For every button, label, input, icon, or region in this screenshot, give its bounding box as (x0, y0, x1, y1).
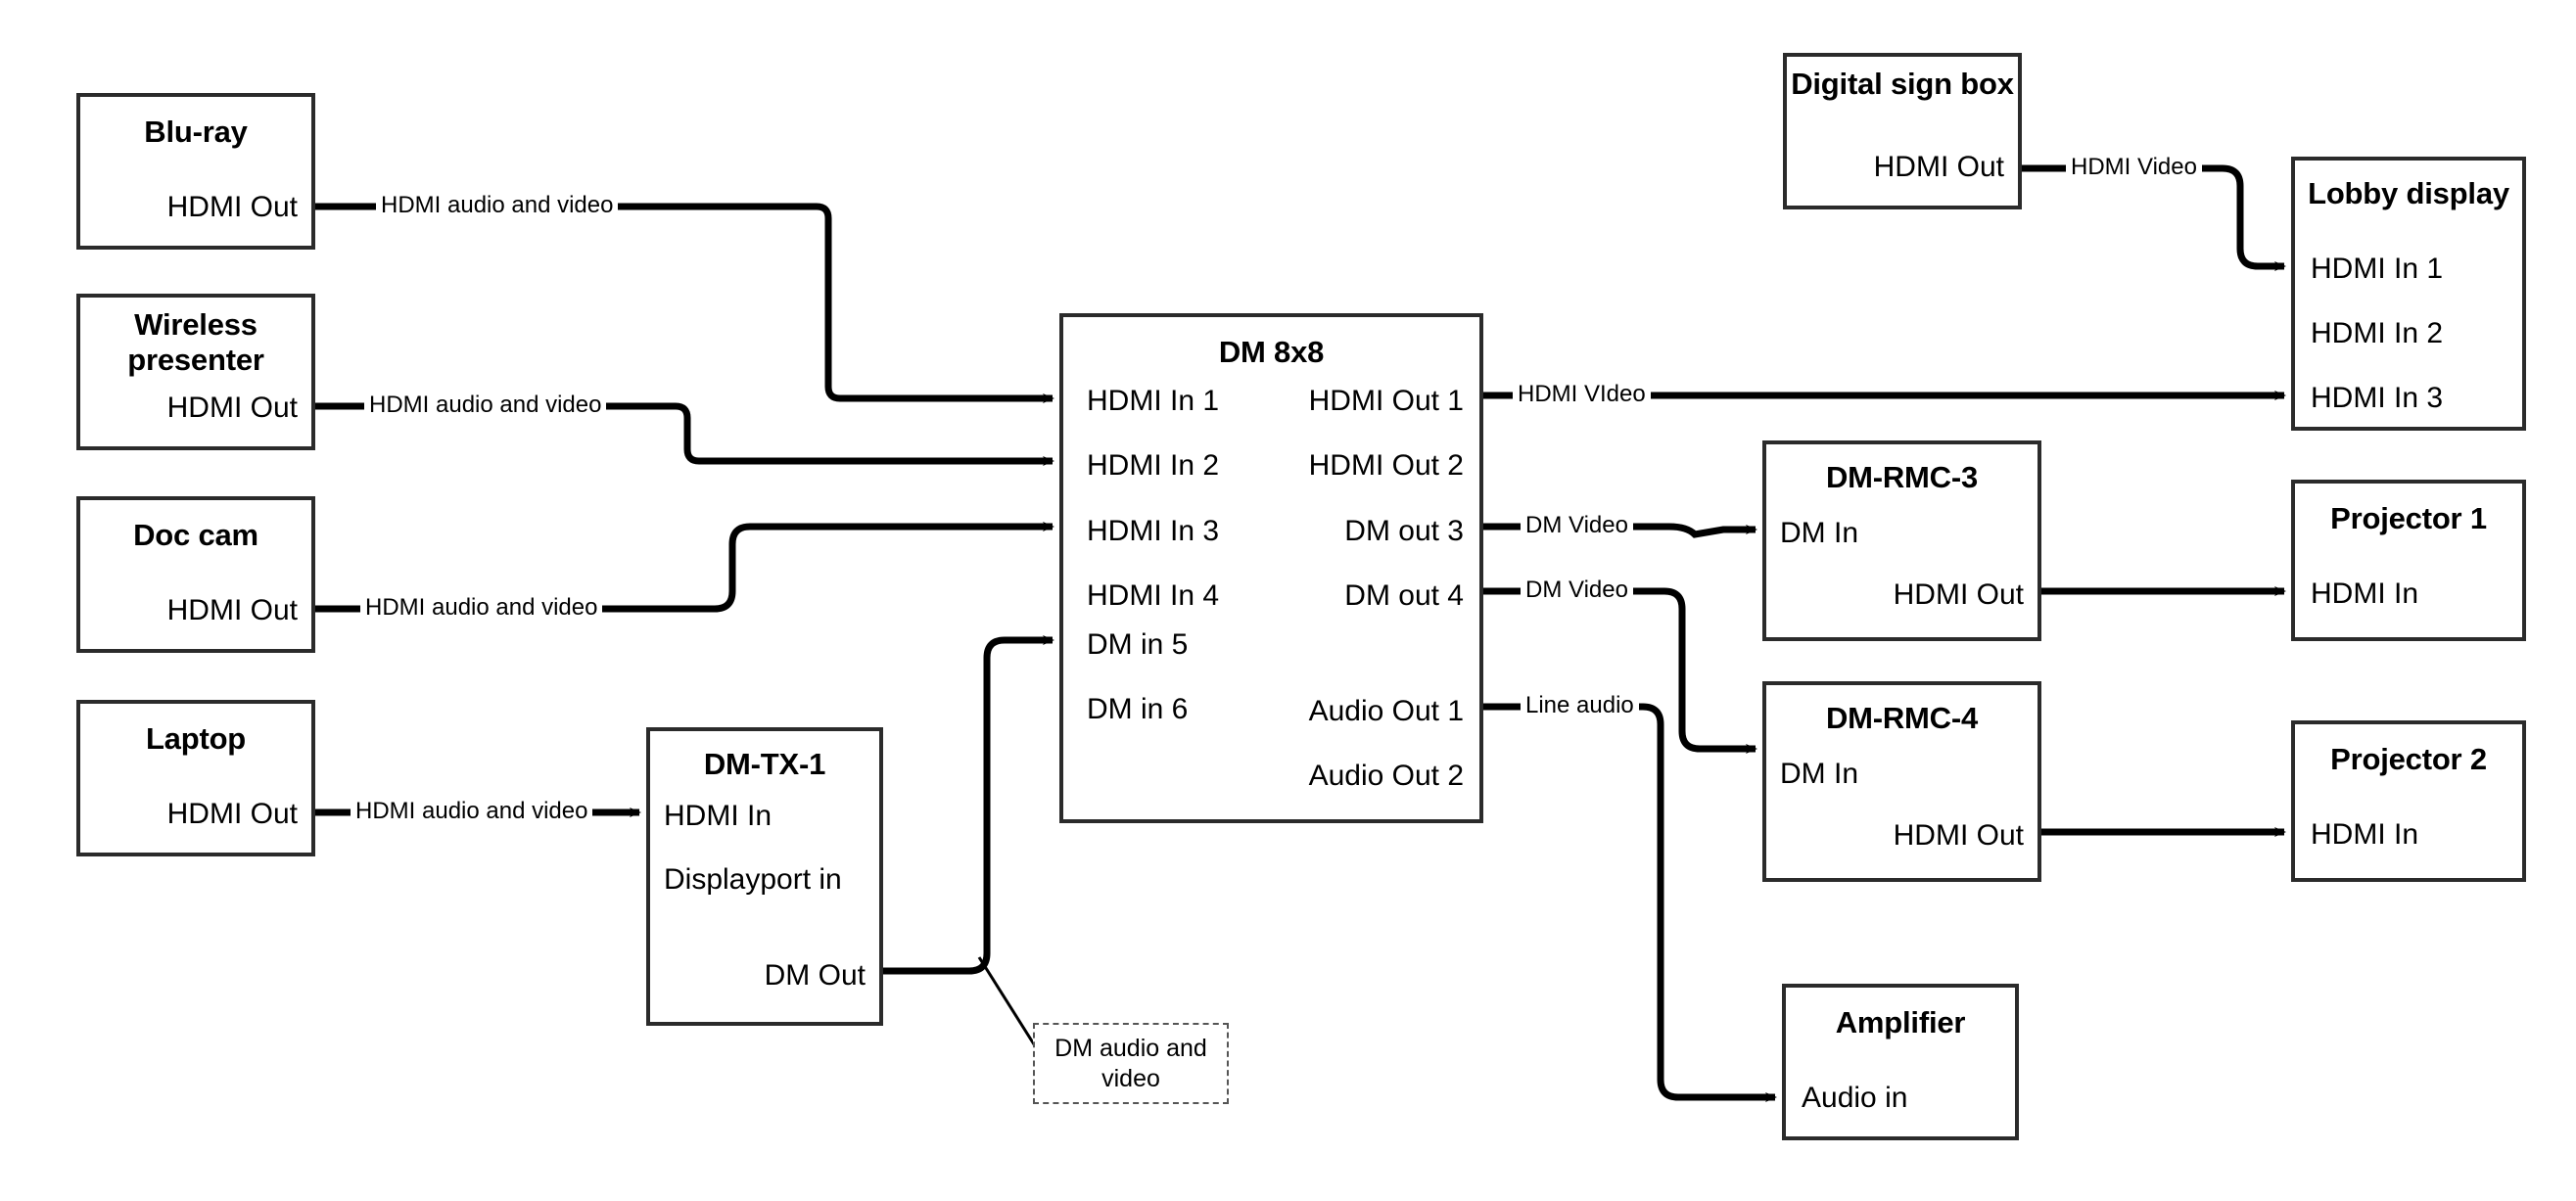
node-projector-2[interactable]: Projector 2 HDMI In (2291, 720, 2526, 882)
port-bluray-hdmi-out[interactable]: HDMI Out (166, 191, 298, 223)
node-title-wireless-presenter: Wireless presenter (127, 307, 264, 377)
node-title-bluray: Blu-ray (144, 115, 248, 149)
port-dm-rmc-3-hdmi-out[interactable]: HDMI Out (1893, 578, 2024, 611)
node-title-laptop: Laptop (145, 721, 247, 756)
port-wireless-presenter-hdmi-out[interactable]: HDMI Out (166, 392, 298, 424)
wire-tx-dm-out-to-dm-in-5 (883, 635, 1054, 975)
node-lobby-display[interactable]: Lobby display HDMI In 1 HDMI In 2 HDMI I… (2291, 157, 2526, 431)
node-doc-cam[interactable]: Doc cam HDMI Out (76, 496, 315, 653)
wire-label-doccam: HDMI audio and video (360, 594, 603, 621)
port-dm-8x8-audio-out-1[interactable]: Audio Out 1 (1308, 695, 1464, 727)
port-dm-8x8-hdmi-in-4[interactable]: HDMI In 4 (1087, 579, 1220, 612)
leader-line-dm-av-note (977, 956, 1043, 1056)
node-title-projector-2: Projector 2 (2330, 742, 2487, 776)
port-dm-tx-1-displayport-in[interactable]: Displayport in (664, 863, 842, 896)
wire-label-laptop: HDMI audio and video (351, 798, 593, 824)
node-title-dm-rmc-3: DM-RMC-3 (1825, 460, 1979, 494)
node-title-dm-8x8: DM 8x8 (1218, 335, 1325, 369)
port-dm-tx-1-dm-out[interactable]: DM Out (764, 959, 866, 992)
wire-label-digital-sign: HDMI Video (2066, 154, 2202, 180)
wire-label-bluray: HDMI audio and video (376, 192, 619, 218)
node-title-projector-1: Projector 1 (2330, 501, 2487, 535)
port-dm-8x8-dm-in-5[interactable]: DM in 5 (1087, 628, 1189, 661)
wire-dm-audio-out-1-to-amplifier (1483, 703, 1777, 1102)
node-dm-tx-1[interactable]: DM-TX-1 HDMI In Displayport in DM Out (646, 727, 883, 1026)
node-laptop[interactable]: Laptop HDMI Out (76, 700, 315, 856)
wire-label-dm-out-4: DM Video (1521, 577, 1633, 603)
port-dm-tx-1-hdmi-in[interactable]: HDMI In (664, 800, 773, 832)
node-title-digital-sign-box: Digital sign box (1791, 67, 2014, 101)
port-lobby-display-hdmi-in-3[interactable]: HDMI In 3 (2311, 382, 2444, 414)
node-bluray[interactable]: Blu-ray HDMI Out (76, 93, 315, 250)
port-digital-sign-box-hdmi-out[interactable]: HDMI Out (1873, 151, 2004, 183)
node-title-lobby-display: Lobby display (2308, 176, 2509, 210)
port-amplifier-audio-in[interactable]: Audio in (1802, 1082, 1908, 1114)
node-title-doc-cam: Doc cam (133, 518, 258, 552)
port-projector-1-hdmi-in[interactable]: HDMI In (2311, 577, 2419, 610)
port-lobby-display-hdmi-in-1[interactable]: HDMI In 1 (2311, 253, 2444, 285)
node-title-dm-tx-1: DM-TX-1 (703, 747, 826, 781)
port-dm-rmc-4-dm-in[interactable]: DM In (1780, 758, 1859, 790)
port-dm-8x8-hdmi-in-1[interactable]: HDMI In 1 (1087, 385, 1220, 417)
port-dm-8x8-hdmi-out-2[interactable]: HDMI Out 2 (1308, 449, 1464, 482)
wire-label-hdmi-out-1: HDMI VIdeo (1513, 381, 1651, 407)
port-doc-cam-hdmi-out[interactable]: HDMI Out (166, 594, 298, 626)
node-dm-rmc-4[interactable]: DM-RMC-4 DM In HDMI Out (1762, 681, 2041, 882)
port-dm-rmc-4-hdmi-out[interactable]: HDMI Out (1893, 819, 2024, 852)
port-dm-8x8-dm-out-4[interactable]: DM out 4 (1344, 579, 1464, 612)
port-dm-8x8-dm-in-6[interactable]: DM in 6 (1087, 693, 1189, 725)
node-title-dm-rmc-4: DM-RMC-4 (1825, 701, 1979, 735)
port-dm-rmc-3-dm-in[interactable]: DM In (1780, 517, 1859, 549)
node-digital-sign-box[interactable]: Digital sign box HDMI Out (1783, 53, 2022, 209)
port-projector-2-hdmi-in[interactable]: HDMI In (2311, 818, 2419, 851)
port-dm-8x8-dm-out-3[interactable]: DM out 3 (1344, 515, 1464, 547)
port-laptop-hdmi-out[interactable]: HDMI Out (166, 798, 298, 830)
node-amplifier[interactable]: Amplifier Audio in (1782, 984, 2019, 1140)
wire-dm-out-4-to-rmc4 (1483, 587, 1757, 754)
wire-label-wireless: HDMI audio and video (364, 392, 607, 418)
node-dm-8x8[interactable]: DM 8x8 HDMI In 1 HDMI In 2 HDMI In 3 HDM… (1059, 313, 1483, 823)
wire-label-audio-out-1: Line audio (1521, 692, 1639, 718)
node-wireless-presenter[interactable]: Wireless presenter HDMI Out (76, 294, 315, 450)
annotation-dm-audio-video-text: DM audio and video (1054, 1034, 1207, 1092)
wire-sign-box-to-lobby-in-1 (2022, 164, 2286, 271)
wire-bluray-to-dm-in-1 (315, 203, 1054, 403)
annotation-dm-audio-video: DM audio and video (1033, 1023, 1229, 1104)
port-lobby-display-hdmi-in-2[interactable]: HDMI In 2 (2311, 317, 2444, 349)
wire-label-dm-out-3: DM Video (1521, 512, 1633, 538)
port-dm-8x8-audio-out-2[interactable]: Audio Out 2 (1308, 760, 1464, 792)
port-dm-8x8-hdmi-in-3[interactable]: HDMI In 3 (1087, 515, 1220, 547)
node-dm-rmc-3[interactable]: DM-RMC-3 DM In HDMI Out (1762, 440, 2041, 641)
node-title-amplifier: Amplifier (1835, 1005, 1966, 1039)
node-projector-1[interactable]: Projector 1 HDMI In (2291, 480, 2526, 641)
port-dm-8x8-hdmi-out-1[interactable]: HDMI Out 1 (1308, 385, 1464, 417)
port-dm-8x8-hdmi-in-2[interactable]: HDMI In 2 (1087, 449, 1220, 482)
